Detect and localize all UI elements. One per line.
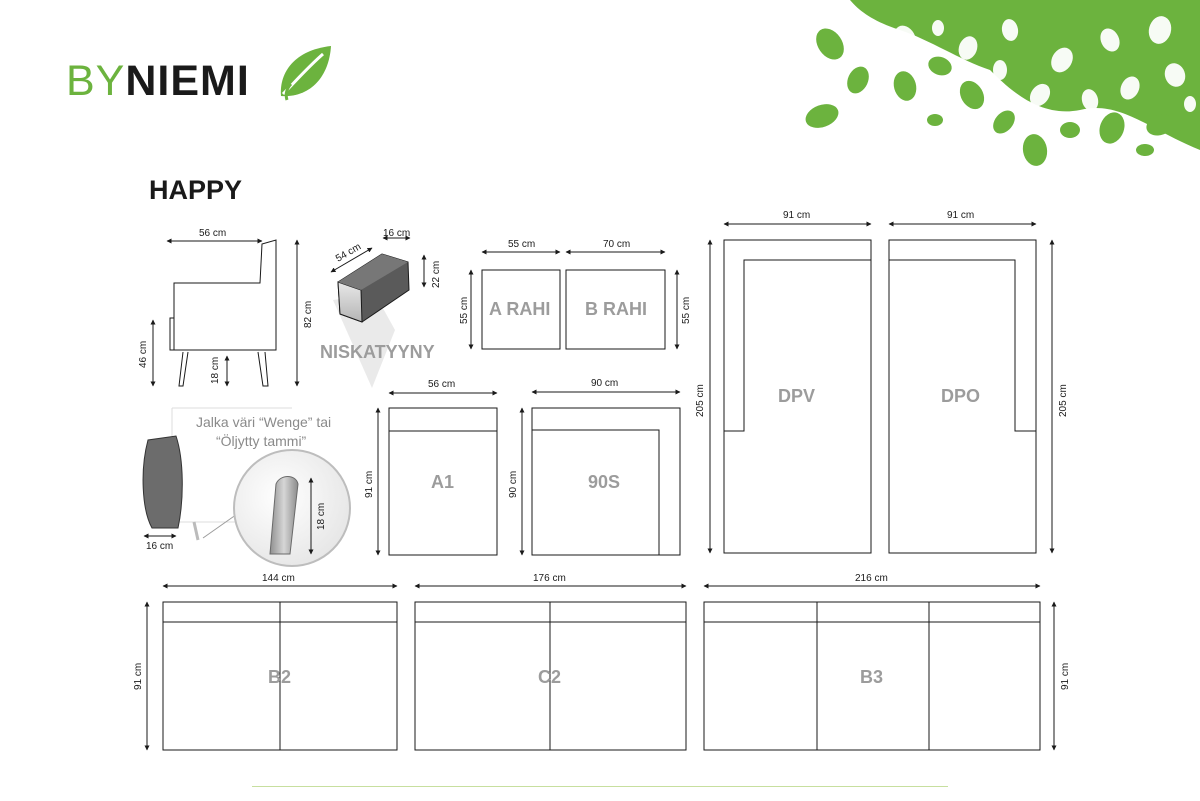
logo-by-text: BY bbox=[66, 56, 126, 105]
b-rahi-depth-label: 55 cm bbox=[681, 297, 692, 324]
leg-detail-height-label: 18 cm bbox=[316, 503, 327, 530]
b3-label: B3 bbox=[860, 667, 883, 687]
leg-color-note-line2: “Öljytty tammi” bbox=[216, 432, 307, 449]
dpv-dpo-drawings bbox=[707, 221, 1055, 554]
b2-width-label: 144 cm bbox=[262, 573, 295, 584]
leg-detail-drawing bbox=[142, 407, 351, 567]
a-rahi-depth-label: 55 cm bbox=[459, 297, 470, 324]
a1-width-label: 56 cm bbox=[428, 379, 455, 390]
c2-width-label: 176 cm bbox=[533, 573, 566, 584]
b-rahi-width-label: 70 cm bbox=[603, 239, 630, 250]
a-rahi-width-label: 55 cm bbox=[508, 239, 535, 250]
leg-offset-label: 16 cm bbox=[146, 541, 173, 552]
rahi-drawings bbox=[468, 249, 680, 350]
b3-depth-label: 91 cm bbox=[1060, 663, 1071, 690]
headrest-height-label: 22 cm bbox=[431, 261, 442, 288]
logo-niemi-text: NIEMI bbox=[125, 56, 250, 105]
dpo-width-label: 91 cm bbox=[947, 210, 974, 221]
sofa-modules-drawings bbox=[144, 583, 1057, 751]
90s-depth-label: 90 cm bbox=[508, 471, 519, 498]
leaf-logo-icon bbox=[280, 46, 331, 101]
a-rahi-label: A RAHI bbox=[489, 299, 550, 319]
a1-and-90s-drawings bbox=[375, 389, 681, 556]
dpv-label: DPV bbox=[778, 386, 815, 406]
footer-divider bbox=[252, 786, 948, 787]
leaves-decoration bbox=[805, 0, 1200, 166]
dpo-label: DPO bbox=[941, 386, 980, 406]
b-rahi-label: B RAHI bbox=[585, 299, 647, 319]
product-title: HAPPY bbox=[149, 175, 243, 205]
headrest-name: NISKATYYNY bbox=[320, 342, 435, 362]
dpo-length-label: 205 cm bbox=[1058, 384, 1069, 417]
b2-label: B2 bbox=[268, 667, 291, 687]
armchair-side-view bbox=[150, 238, 300, 387]
chair-seat-height-label: 46 cm bbox=[138, 341, 149, 368]
90s-width-label: 90 cm bbox=[591, 378, 618, 389]
c2-label: C2 bbox=[538, 667, 561, 687]
dpv-length-label: 205 cm bbox=[695, 384, 706, 417]
footer-text bbox=[252, 792, 948, 801]
b2-depth-label: 91 cm bbox=[133, 663, 144, 690]
a1-depth-label: 91 cm bbox=[364, 471, 375, 498]
chair-leg-height-label: 18 cm bbox=[210, 357, 221, 384]
b3-width-label: 216 cm bbox=[855, 573, 888, 584]
90s-label: 90S bbox=[588, 472, 620, 492]
headrest-depth-label: 16 cm bbox=[383, 228, 410, 239]
a1-label: A1 bbox=[431, 472, 454, 492]
leg-color-note-line1: Jalka väri “Wenge” tai bbox=[196, 414, 331, 430]
chair-height-label: 82 cm bbox=[303, 301, 314, 328]
headrest-drawing bbox=[330, 235, 427, 388]
chair-width-label: 56 cm bbox=[199, 228, 226, 239]
dpv-width-label: 91 cm bbox=[783, 210, 810, 221]
headrest-length-label: 54 cm bbox=[334, 241, 363, 264]
